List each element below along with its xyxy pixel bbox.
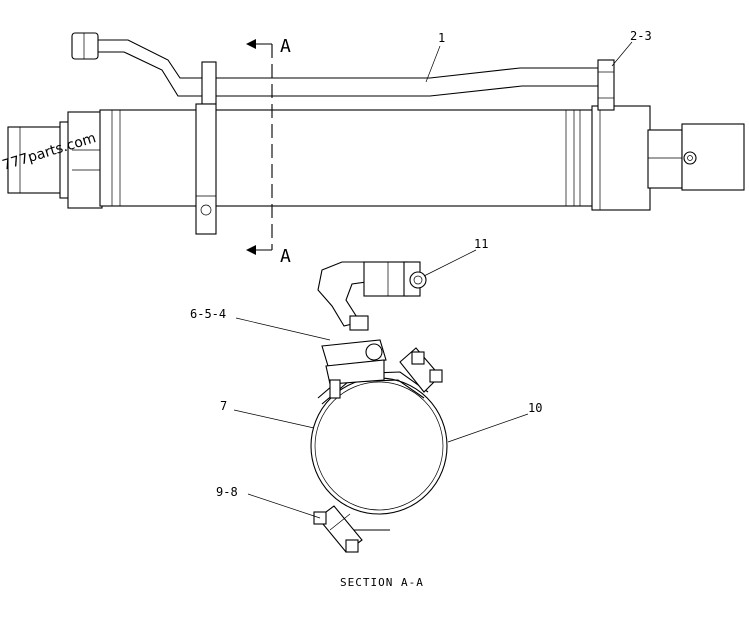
callout-7: 7: [220, 399, 315, 429]
callout-2-3-label: 2-3: [630, 29, 652, 43]
section-caption: SECTION A-A: [340, 576, 424, 589]
tube-clip-right: [597, 59, 615, 111]
cylinder-barrel: [99, 109, 596, 207]
clamp-bolt-lower: [313, 505, 390, 553]
callout-2-3: 2-3: [611, 29, 652, 67]
callout-11-label: 11: [474, 237, 488, 251]
callout-7-label: 7: [220, 399, 227, 413]
section-marker-top: A: [280, 36, 291, 57]
section-detail: [310, 261, 448, 553]
section-marker-bottom: A: [280, 246, 291, 267]
callout-6-5-4: 6-5-4: [190, 307, 331, 341]
section-cut-line: A A: [246, 36, 291, 267]
callout-11: 11: [423, 237, 488, 277]
cylinder-head-block: [591, 105, 745, 211]
callout-9-8: 9-8: [216, 485, 321, 519]
callouts: 1 2-3 11 6-5-4 7 10 9-8: [190, 29, 652, 519]
callout-6-5-4-label: 6-5-4: [190, 307, 226, 321]
bracket-arm: [317, 261, 387, 399]
barrel-clamp: [195, 61, 217, 235]
hydraulic-tube: [71, 32, 600, 97]
clamp-bolt-upper: [399, 347, 443, 393]
hydraulic-cylinder: 777parts.com: [0, 32, 745, 235]
callout-10-label: 10: [528, 401, 542, 415]
tube-fitting: [363, 261, 427, 297]
callout-10: 10: [447, 401, 542, 443]
callout-1: 1: [425, 31, 445, 83]
callout-9-8-label: 9-8: [216, 485, 238, 499]
rod-end-left: [7, 111, 103, 209]
callout-1-label: 1: [438, 31, 445, 45]
